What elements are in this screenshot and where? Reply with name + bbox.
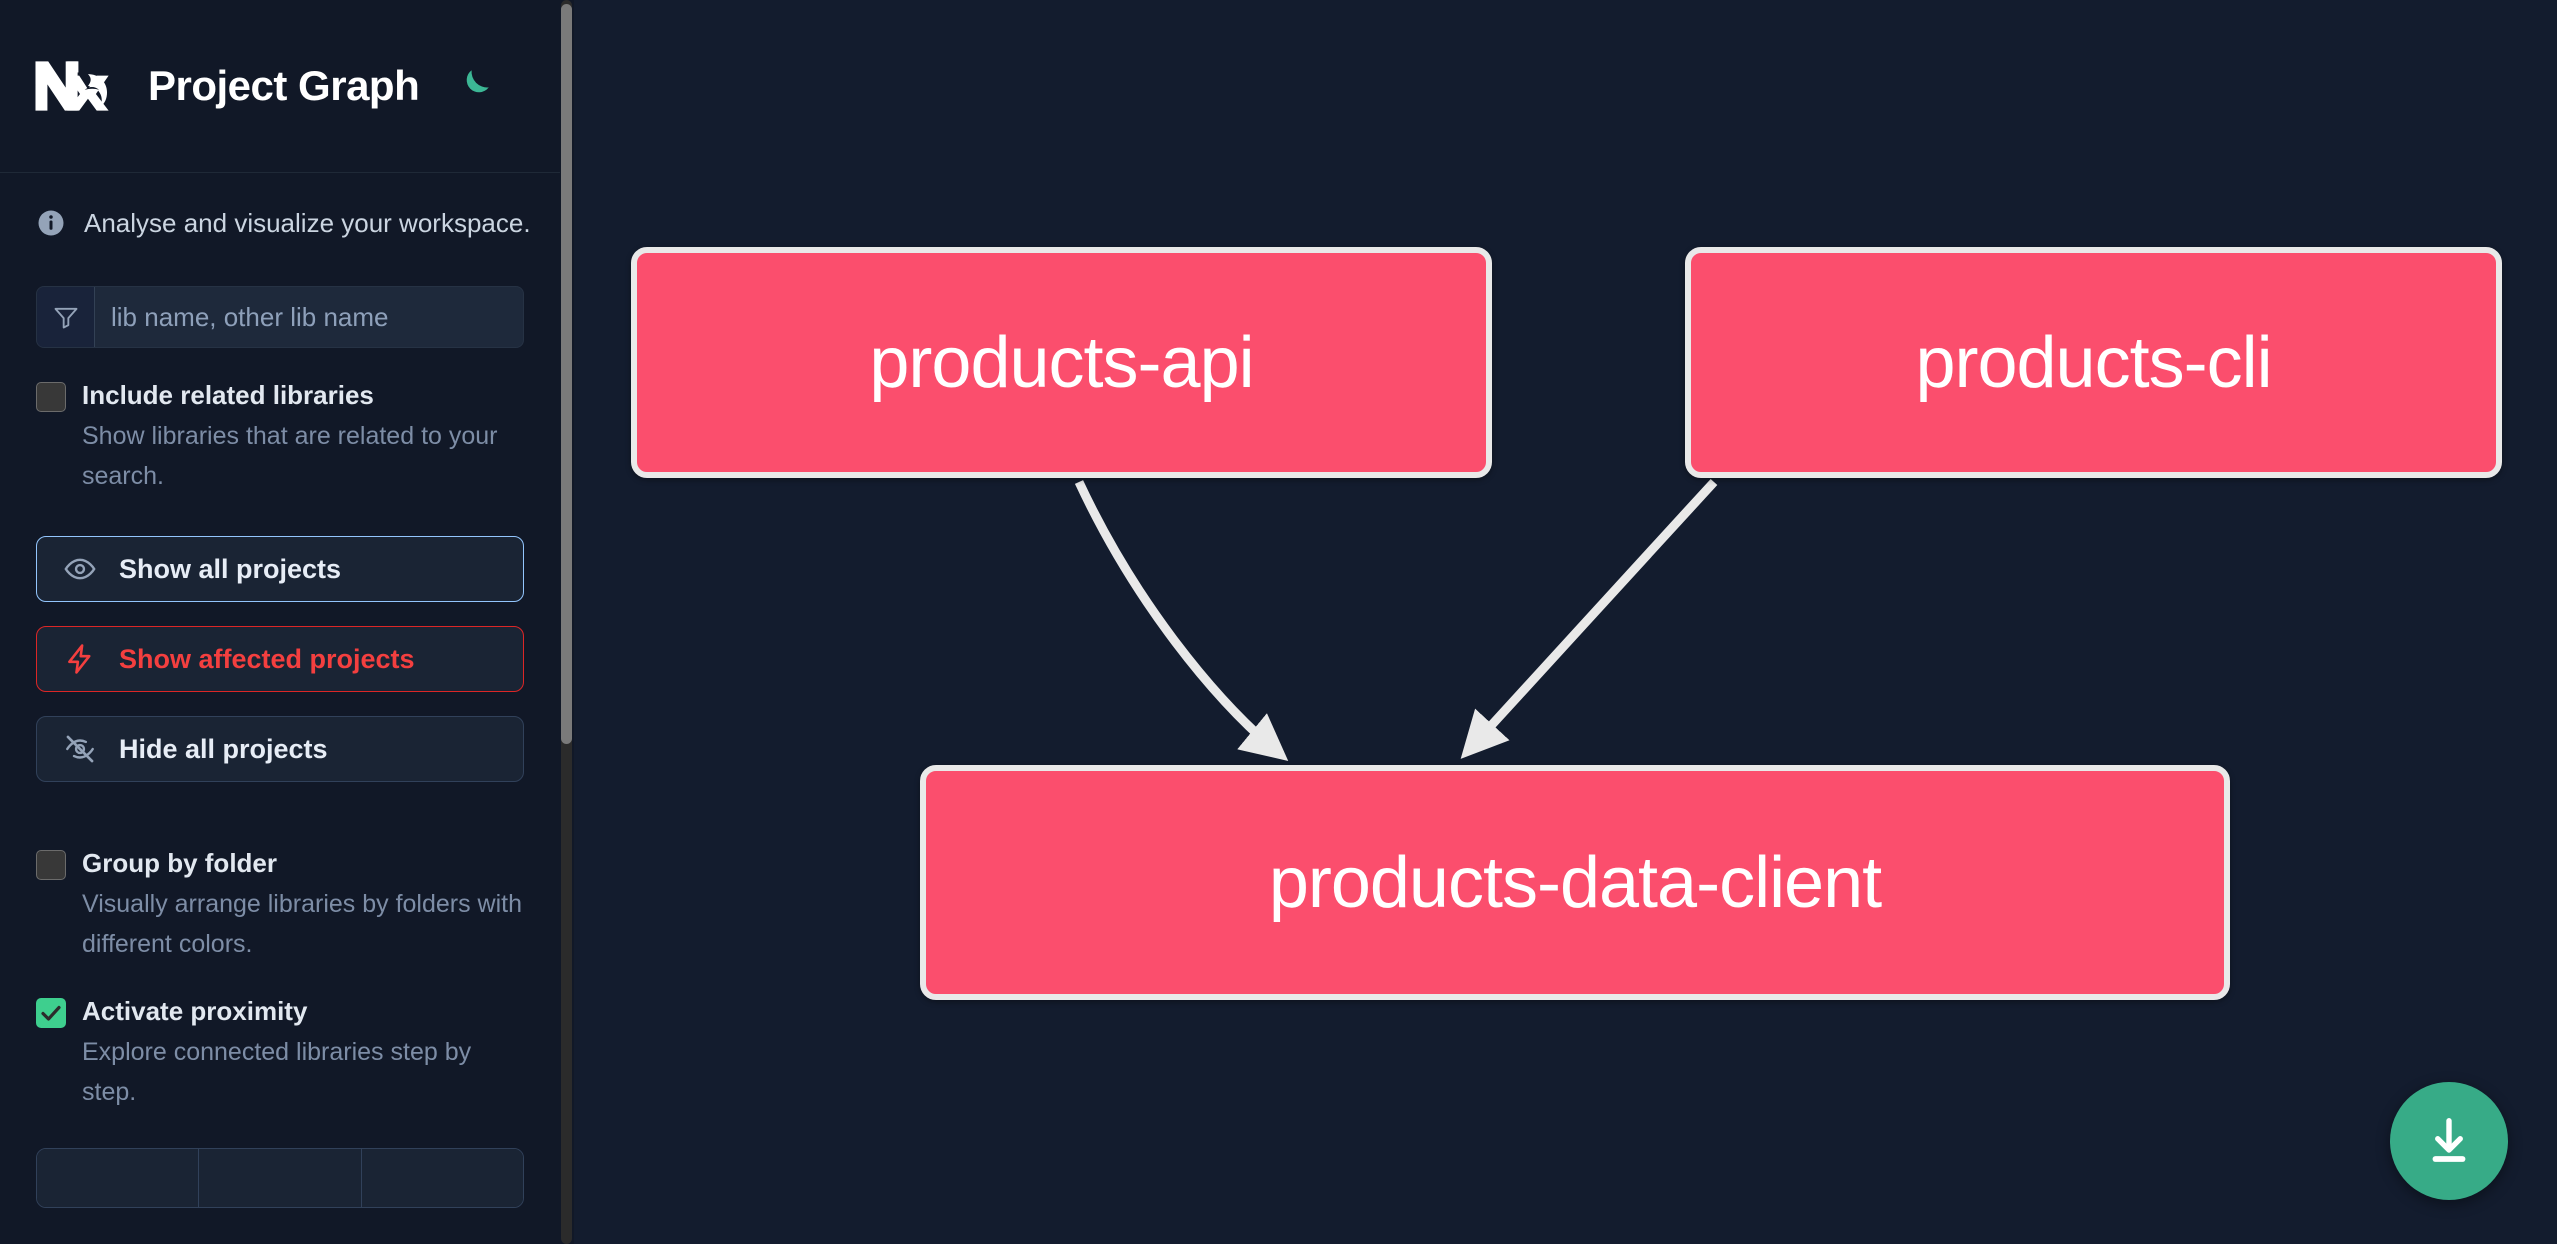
- nx-logo-icon: [32, 55, 128, 117]
- sidebar-body: Analyse and visualize your workspace.: [0, 173, 560, 1208]
- download-icon: [2432, 1118, 2466, 1162]
- proximity-segmented-control[interactable]: [36, 1148, 524, 1208]
- download-graph-button[interactable]: [2390, 1082, 2508, 1200]
- graph-node-label: products-cli: [1915, 322, 2272, 403]
- edge-products-api-to-products-data-client: [1074, 480, 1289, 761]
- spacer: [36, 782, 524, 816]
- checkbox-activate-proximity-label: Activate proximity: [82, 996, 308, 1026]
- hide-all-projects-button[interactable]: Hide all projects: [36, 716, 524, 782]
- sidebar-header: Project Graph: [0, 0, 560, 173]
- graph-node-label: products-data-client: [1268, 842, 1882, 923]
- show-all-projects-label: Show all projects: [119, 553, 342, 584]
- show-affected-projects-label: Show affected projects: [119, 643, 415, 674]
- lightning-icon: [63, 642, 97, 676]
- segmented-option-2[interactable]: [199, 1149, 362, 1207]
- sidebar-content: Project Graph: [0, 0, 560, 1244]
- tagline-text: Analyse and visualize your workspace.: [84, 207, 531, 238]
- checkbox-include-related-libraries-box[interactable]: [36, 382, 66, 412]
- search-box[interactable]: [36, 286, 524, 348]
- filter-icon: [37, 287, 95, 347]
- checkbox-activate-proximity-box[interactable]: [36, 998, 66, 1028]
- checkbox-group-by-folder-box[interactable]: [36, 850, 66, 880]
- checkbox-activate-proximity[interactable]: Activate proximity Explore connected lib…: [36, 994, 524, 1112]
- checkbox-group-by-folder[interactable]: Group by folder Visually arrange librari…: [36, 846, 524, 964]
- checkbox-activate-proximity-desc: Explore connected libraries step by step…: [82, 1038, 472, 1106]
- moon-icon[interactable]: [449, 62, 497, 110]
- checkbox-group-by-folder-desc: Visually arrange libraries by folders wi…: [82, 890, 523, 958]
- show-all-projects-button[interactable]: Show all projects: [36, 536, 524, 602]
- edge-products-cli-to-products-data-client: [1460, 478, 1718, 759]
- graph-node-products-cli[interactable]: products-cli: [1685, 247, 2502, 478]
- page-title: Project Graph: [148, 62, 420, 109]
- checkbox-group-by-folder-label: Group by folder: [82, 848, 277, 878]
- hide-all-projects-label: Hide all projects: [119, 733, 328, 764]
- eye-icon: [63, 552, 97, 586]
- search-input[interactable]: [95, 287, 523, 347]
- sidebar: Project Graph: [0, 0, 574, 1244]
- graph-edges: [1074, 478, 1718, 761]
- segmented-option-3[interactable]: [361, 1149, 523, 1207]
- checkbox-include-related-libraries[interactable]: Include related libraries Show libraries…: [36, 378, 524, 496]
- graph-canvas[interactable]: products-api products-cli products-data-…: [574, 0, 2557, 1244]
- graph-node-label: products-api: [869, 322, 1254, 403]
- eye-off-icon: [63, 732, 97, 766]
- tagline: Analyse and visualize your workspace.: [36, 173, 531, 241]
- segmented-option-1[interactable]: [37, 1149, 200, 1207]
- info-icon: [36, 208, 66, 238]
- graph-node-products-api[interactable]: products-api: [631, 247, 1492, 478]
- checkbox-include-related-libraries-label: Include related libraries: [82, 380, 374, 410]
- show-affected-projects-button[interactable]: Show affected projects: [36, 626, 524, 692]
- graph-node-products-data-client[interactable]: products-data-client: [920, 765, 2230, 1000]
- sidebar-scrollbar-thumb[interactable]: [561, 4, 572, 744]
- checkbox-include-related-libraries-desc: Show libraries that are related to your …: [82, 422, 498, 490]
